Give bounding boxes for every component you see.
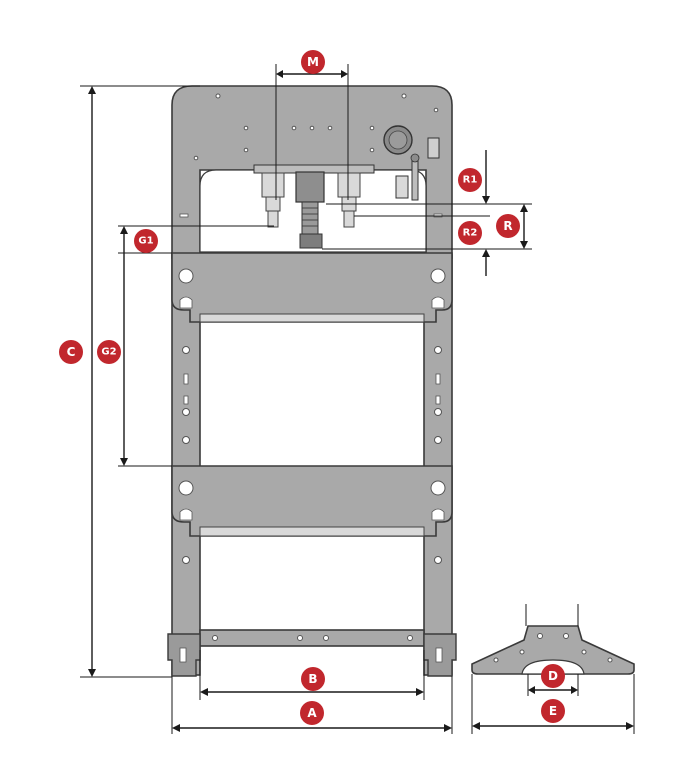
foot-profile bbox=[471, 625, 635, 675]
badge-b: B bbox=[301, 667, 325, 691]
badge-r2: R2 bbox=[458, 221, 482, 245]
bolster-hole bbox=[430, 268, 446, 284]
badge-g1-label: G1 bbox=[138, 236, 153, 247]
badge-d-label: D bbox=[548, 669, 558, 683]
badge-r1-label: R1 bbox=[463, 175, 478, 186]
badge-m: M bbox=[301, 50, 325, 74]
dimension-lines bbox=[80, 64, 635, 734]
badge-r1: R1 bbox=[458, 168, 482, 192]
badge-r2-label: R2 bbox=[463, 228, 478, 239]
badge-a-label: A bbox=[307, 706, 317, 720]
bolster-notch bbox=[179, 296, 193, 309]
badge-m-label: M bbox=[307, 55, 319, 69]
valve-box bbox=[427, 137, 440, 159]
badge-d: D bbox=[541, 664, 565, 688]
bolster-notch bbox=[431, 296, 445, 309]
lower-bolster bbox=[171, 465, 453, 537]
badge-g2-label: G2 bbox=[101, 347, 116, 358]
bolster-hole bbox=[178, 480, 194, 496]
bolster-hole bbox=[430, 480, 446, 496]
pump-lever bbox=[395, 153, 420, 201]
badge-a: A bbox=[300, 701, 324, 725]
lower-bolster-lip bbox=[199, 526, 425, 537]
press-frame bbox=[167, 85, 457, 677]
upper-bolster bbox=[171, 252, 453, 323]
base-crossbar bbox=[199, 629, 425, 647]
left-column bbox=[171, 254, 201, 676]
hydraulic-cylinder bbox=[253, 164, 375, 249]
badge-r: R bbox=[496, 214, 520, 238]
badge-c: C bbox=[59, 340, 83, 364]
badge-b-label: B bbox=[308, 672, 317, 686]
foot-slot bbox=[435, 647, 443, 663]
bolster-notch bbox=[431, 508, 445, 521]
gauge-face bbox=[388, 130, 408, 150]
upper-bolster-lip bbox=[199, 313, 425, 323]
bolster-notch bbox=[179, 508, 193, 521]
bolster-hole bbox=[178, 268, 194, 284]
badge-e-label: E bbox=[549, 704, 557, 718]
badge-e: E bbox=[541, 699, 565, 723]
badge-r-label: R bbox=[503, 219, 512, 233]
column-holes bbox=[182, 346, 442, 641]
badge-c-label: C bbox=[67, 345, 76, 359]
badge-g2: G2 bbox=[97, 340, 121, 364]
foot-slot bbox=[179, 647, 187, 663]
badge-g1: G1 bbox=[134, 229, 158, 253]
foot-side-view bbox=[471, 604, 635, 675]
